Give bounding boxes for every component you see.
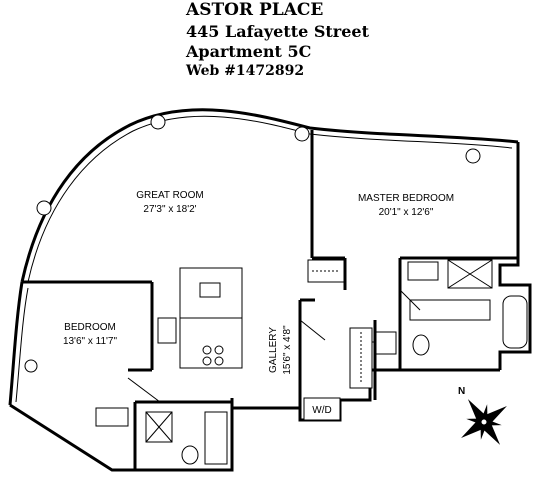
closet <box>407 261 439 281</box>
door-swing <box>127 377 161 403</box>
vanity <box>409 299 491 321</box>
building-name: ASTOR PLACE <box>186 0 324 20</box>
curved-exterior-wall <box>20 108 519 283</box>
curved-exterior-wall-inner <box>27 115 513 283</box>
sink <box>199 282 221 298</box>
second-bath <box>145 411 228 465</box>
burner <box>214 356 224 366</box>
east-exterior-wall <box>498 142 532 370</box>
column <box>294 126 310 142</box>
shower-drain-line <box>145 411 173 443</box>
west-exterior-wall <box>8 281 24 406</box>
master-bath <box>409 259 528 356</box>
west-exterior-wall-inner <box>15 287 29 403</box>
burner <box>202 345 212 355</box>
south-exterior-wall <box>9 368 500 472</box>
bathtub <box>502 295 528 349</box>
great-room-dims: 27'3" x 18'2' <box>143 204 196 215</box>
washer-dryer-box <box>303 397 341 421</box>
compass-center <box>480 418 488 426</box>
apartment-number: Apartment 5C <box>186 42 312 61</box>
compass-rose <box>461 399 507 445</box>
bedroom-name: BEDROOM <box>64 322 116 333</box>
street-address: 445 Lafayette Street <box>186 22 369 41</box>
gallery-name: GALLERY <box>268 327 279 373</box>
closet <box>95 407 129 427</box>
master-bedroom-dims: 20'1" x 12'6" <box>379 207 434 218</box>
kitchen-appliance <box>157 317 177 344</box>
toilet <box>181 445 199 465</box>
toilet <box>412 334 430 356</box>
bedroom-dims: 13'6" x 11'7" <box>63 336 118 347</box>
closets <box>95 259 439 427</box>
compass-north-label: N <box>458 386 465 397</box>
door-swing <box>399 289 421 311</box>
utility-closet <box>375 331 397 355</box>
column <box>465 148 481 164</box>
vanity <box>204 411 228 465</box>
interior-walls <box>22 130 518 470</box>
great-room-name: GREAT ROOM <box>136 190 203 201</box>
column <box>150 114 166 130</box>
kitchen-counter <box>179 267 243 319</box>
column <box>24 359 38 373</box>
master-bedroom-name: MASTER BEDROOM <box>358 193 454 204</box>
structural-columns <box>24 114 481 373</box>
wd-label: W/D <box>312 405 331 416</box>
door-swing <box>299 319 326 341</box>
burner <box>202 356 212 366</box>
kitchen <box>157 267 243 369</box>
shower-drain-line <box>447 259 493 289</box>
burner <box>214 345 224 355</box>
column <box>36 200 52 216</box>
gallery-dims: 15'6" x 4'8" <box>282 325 293 375</box>
web-listing-id: Web #1472892 <box>186 63 305 79</box>
